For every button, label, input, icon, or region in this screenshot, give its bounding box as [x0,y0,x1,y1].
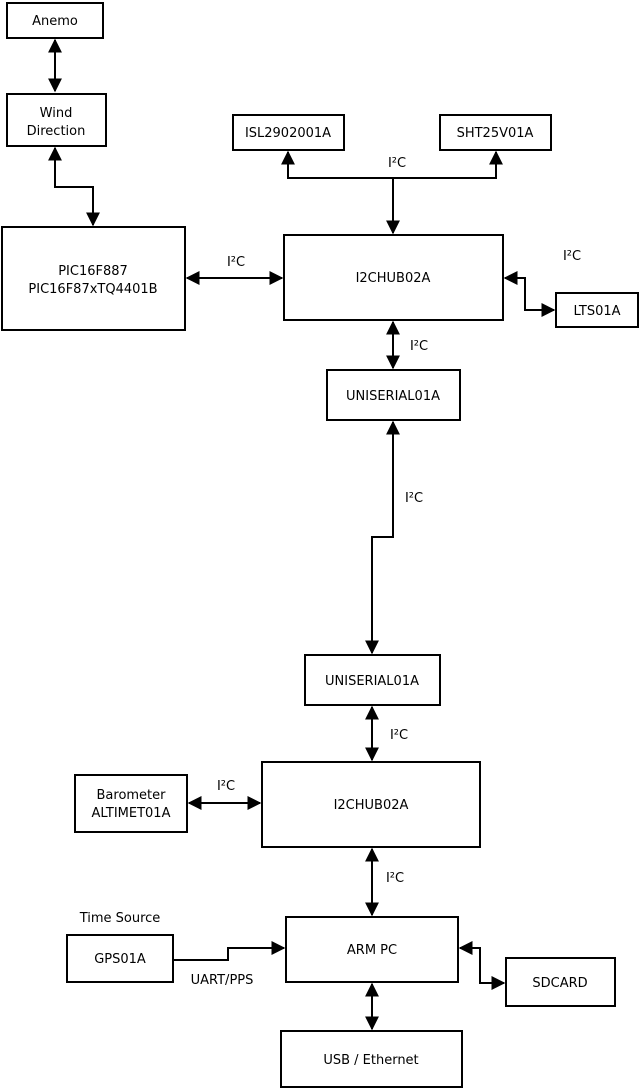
time-source-caption: Time Source [79,911,161,926]
node-sht25v01a [439,114,552,151]
node-sdcard [505,957,616,1007]
edge-armpc-sdcard [458,941,506,990]
edge-hub1-lts [503,271,556,317]
node-i2chub02a-1 [283,234,504,321]
node-barometer-label-line2: ALTIMET01A [92,806,171,821]
edge-label-i2c-pic-hub1: I²C [227,255,245,270]
edge-uni1-uni2 [365,420,400,655]
node-usb-ethernet-label: USB / Ethernet [323,1053,418,1068]
node-uniserial01a-1 [326,369,461,421]
edge-label-i2c-hub1-lts: I²C [563,249,581,264]
node-barometer-altimet01a [74,774,188,833]
node-anemo [6,2,104,39]
node-lts01a-label: LTS01A [573,304,620,319]
edge-label-i2c-hub2-armpc: I²C [386,871,404,886]
node-wind-direction-label-line2: Direction [27,124,86,139]
node-uniserial01a-2-label: UNISERIAL01A [325,674,419,689]
node-lts01a [555,292,639,328]
node-anemo-label: Anemo [32,14,78,29]
node-isl2902001a-label: ISL2902001A [245,126,331,141]
node-gps01a-label: GPS01A [94,952,146,967]
node-isl2902001a [232,114,345,151]
node-barometer-label-line1: Barometer [97,788,167,803]
node-usb-ethernet [280,1030,463,1088]
node-arm-pc-label: ARM PC [347,943,397,958]
node-pic16f887-label-line1: PIC16F887 [58,264,128,279]
node-pic16f887 [1,226,186,331]
node-wind-direction-label-line1: Wind [40,106,73,121]
node-wind-direction [6,93,107,147]
node-uniserial01a-1-label: UNISERIAL01A [346,389,440,404]
node-pic16f887-label-line2: PIC16F87xTQ4401B [28,282,157,297]
edge-label-i2c-baro-hub2: I²C [217,779,235,794]
edge-gps-armpc [173,941,286,961]
node-i2chub02a-1-label: I2CHUB02A [356,271,431,286]
edge-label-uart-pps: UART/PPS [191,973,254,988]
node-i2chub02a-2 [261,761,481,848]
node-i2chub02a-2-label: I2CHUB02A [334,798,409,813]
node-arm-pc [285,916,459,983]
edge-label-i2c-uni2-hub2: I²C [390,728,408,743]
edge-label-i2c-sensors-hub1: I²C [388,156,406,171]
edge-wind-pic [48,146,100,227]
node-gps01a [66,934,174,983]
node-sht25v01a-label: SHT25V01A [457,126,534,141]
edge-label-i2c-uni1-uni2: I²C [405,491,423,506]
edge-label-i2c-hub1-uni1: I²C [410,339,428,354]
node-sdcard-label: SDCARD [532,976,587,991]
node-uniserial01a-2 [304,654,441,706]
